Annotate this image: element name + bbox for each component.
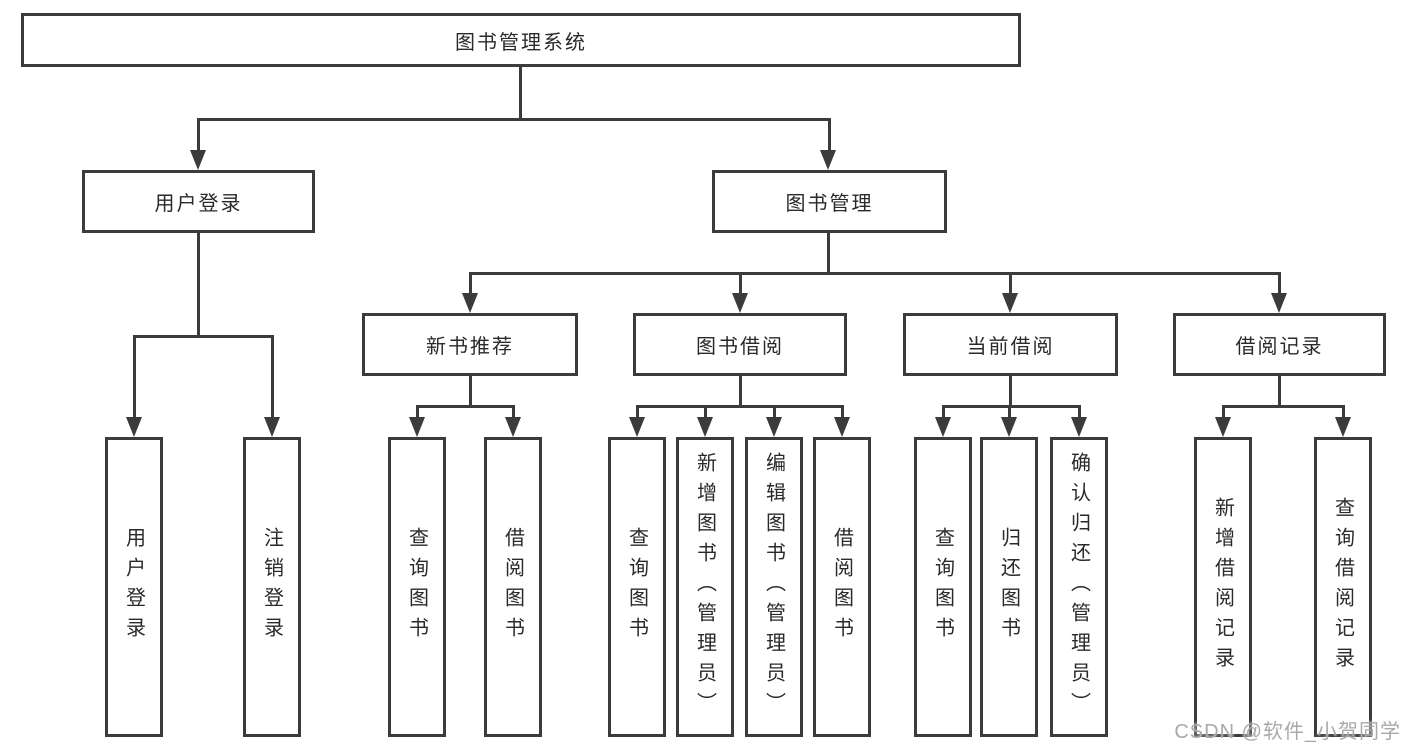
connector-line [469,376,472,406]
connector-line [197,233,200,335]
connector-line [416,405,515,408]
connector-line [1078,405,1081,419]
connector-line [1278,272,1281,295]
node-label: 用户登录 [154,193,243,215]
connector-line [1222,405,1344,408]
connector-line [197,118,200,152]
arrow-down-icon [820,150,836,170]
connector-line [416,405,419,419]
connector-line [1009,272,1012,295]
connector-line [841,405,844,419]
node-new-book-recommend: 新书推荐 [362,313,578,376]
arrow-down-icon [1002,293,1018,313]
leaf-borrow-books-recommend: 借阅图书 [484,437,542,737]
leaf-label: 借阅图书 [830,527,853,647]
leaf-edit-book-admin: 编辑图书（管理员） [745,437,803,737]
arrow-down-icon [462,293,478,313]
node-label: 当前借阅 [966,336,1055,358]
connector-line [469,272,1281,275]
leaf-confirm-return-admin: 确认归还（管理员） [1050,437,1108,737]
connector-line [739,272,742,295]
connector-line [739,376,742,406]
connector-line [636,405,843,408]
node-book-borrow: 图书借阅 [633,313,847,376]
connector-line [1278,376,1281,406]
leaf-label: 编辑图书（管理员） [762,452,785,722]
arrow-down-icon [697,417,713,437]
connector-line [942,405,945,419]
connector-line [827,233,830,274]
arrow-down-icon [935,417,951,437]
connector-line [469,272,472,295]
leaf-add-borrow-record: 新增借阅记录 [1194,437,1252,737]
leaf-query-books-current: 查询图书 [914,437,972,737]
arrow-down-icon [1271,293,1287,313]
connector-line [828,118,831,152]
node-label: 借阅记录 [1235,336,1324,358]
leaf-query-books-recommend: 查询图书 [388,437,446,737]
leaf-label: 确认归还（管理员） [1067,452,1090,722]
arrow-down-icon [629,417,645,437]
connector-line [704,405,707,419]
leaf-label: 借阅图书 [501,527,524,647]
node-label: 图书管理系统 [455,31,587,54]
node-label: 图书管理 [785,193,874,215]
arrow-down-icon [732,293,748,313]
arrow-down-icon [1001,417,1017,437]
connector-line [942,405,1080,408]
connector-line [1342,405,1345,419]
leaf-query-books-borrow: 查询图书 [608,437,666,737]
connector-line [636,405,639,419]
arrow-down-icon [834,417,850,437]
leaf-add-book-admin: 新增图书（管理员） [676,437,734,737]
arrow-down-icon [1335,417,1351,437]
leaf-label: 用户登录 [122,527,145,647]
arrow-down-icon [1215,417,1231,437]
arrow-down-icon [190,150,206,170]
leaf-query-borrow-record: 查询借阅记录 [1314,437,1372,737]
leaf-label: 查询图书 [931,527,954,647]
watermark: CSDN @软件_小贺同学 [1174,721,1401,743]
leaf-label: 查询借阅记录 [1331,497,1354,677]
node-borrow-records: 借阅记录 [1173,313,1386,376]
leaf-label: 新增图书（管理员） [693,452,716,722]
connector-line [512,405,515,419]
node-user-login: 用户登录 [82,170,315,233]
connector-line [133,335,273,338]
connector-line [519,67,522,118]
arrow-down-icon [409,417,425,437]
leaf-label: 注销登录 [260,527,283,647]
connector-line [271,335,274,419]
leaf-label: 查询图书 [405,527,428,647]
node-book-management: 图书管理 [712,170,947,233]
arrow-down-icon [1071,417,1087,437]
leaf-return-book: 归还图书 [980,437,1038,737]
connector-line [773,405,776,419]
node-label: 图书借阅 [696,336,784,358]
arrow-down-icon [126,417,142,437]
leaf-user-login: 用户登录 [105,437,163,737]
connector-line [1222,405,1225,419]
node-current-borrow: 当前借阅 [903,313,1118,376]
node-label: 新书推荐 [426,336,514,358]
connector-line [1009,376,1012,406]
leaf-logout: 注销登录 [243,437,301,737]
arrow-down-icon [505,417,521,437]
connector-line [197,118,831,121]
leaf-label: 新增借阅记录 [1211,497,1234,677]
leaf-label: 归还图书 [997,527,1020,647]
connector-line [1008,405,1011,419]
arrow-down-icon [766,417,782,437]
connector-line [133,335,136,419]
node-root: 图书管理系统 [21,13,1021,67]
leaf-borrow-books: 借阅图书 [813,437,871,737]
leaf-label: 查询图书 [625,527,648,647]
arrow-down-icon [264,417,280,437]
